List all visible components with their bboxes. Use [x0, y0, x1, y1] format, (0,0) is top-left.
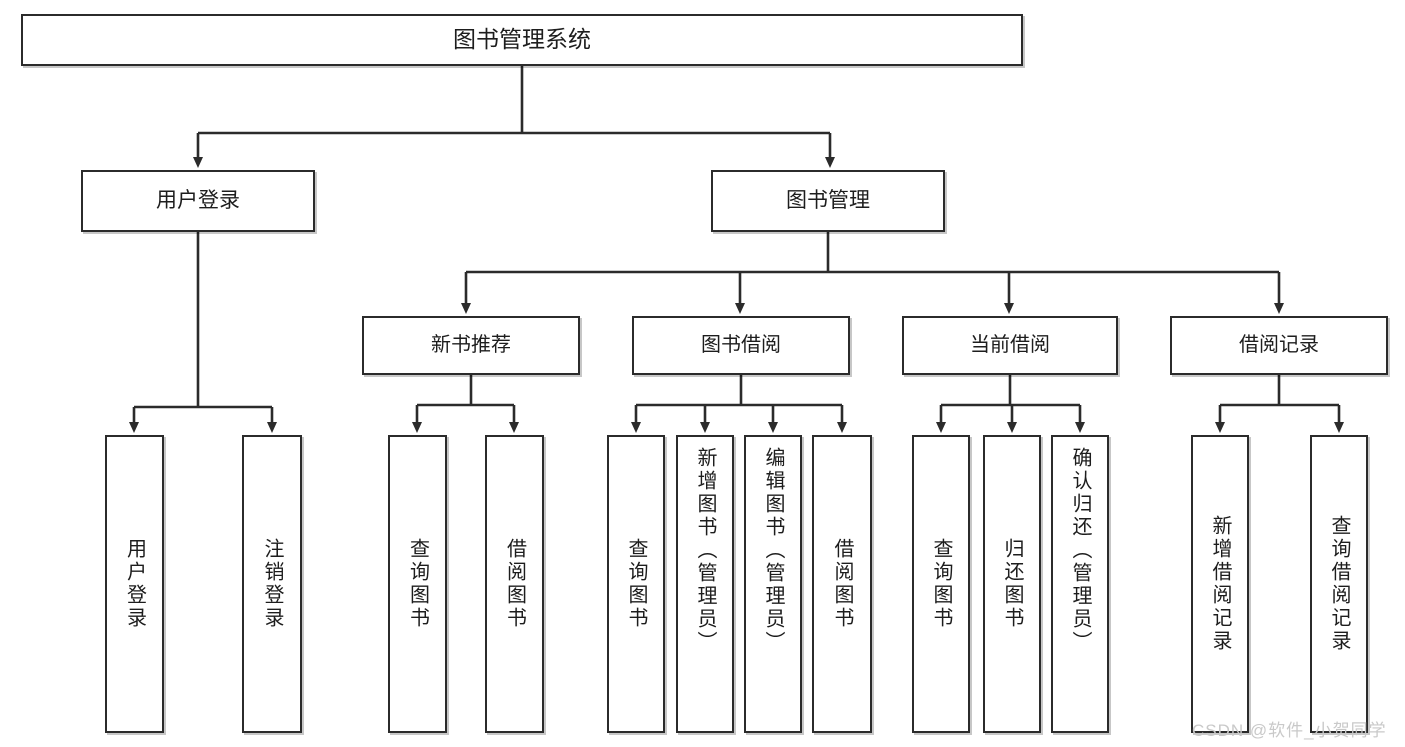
node-leaf-return-book[interactable]: 归还图书	[983, 435, 1041, 733]
node-borrow-record[interactable]: 借阅记录	[1170, 316, 1388, 375]
node-leaf-query-book-2-label: 查询图书	[625, 538, 647, 630]
node-leaf-query-book-3-label: 查询图书	[930, 538, 952, 630]
node-new-book-rec-label: 新书推荐	[431, 334, 511, 357]
node-leaf-borrow-book-1-label: 借阅图书	[503, 538, 526, 630]
node-book-borrow-label: 图书借阅	[701, 334, 781, 357]
node-borrow-record-label: 借阅记录	[1239, 334, 1319, 357]
node-root-label: 图书管理系统	[453, 26, 591, 53]
node-leaf-edit-book-admin-label: 编辑图书（管理员）	[762, 447, 784, 654]
node-leaf-add-book-admin-label: 新增图书（管理员）	[694, 447, 716, 654]
node-leaf-return-book-label: 归还图书	[1001, 538, 1023, 630]
node-book-manage-label: 图书管理	[786, 189, 870, 213]
node-leaf-borrow-book-2-label: 借阅图书	[831, 538, 853, 630]
node-leaf-query-book-1[interactable]: 查询图书	[388, 435, 447, 733]
node-leaf-confirm-return-admin[interactable]: 确认归还（管理员）	[1051, 435, 1109, 733]
node-leaf-add-borrow-record[interactable]: 新增借阅记录	[1191, 435, 1249, 733]
node-leaf-confirm-return-admin-label: 确认归还（管理员）	[1069, 447, 1091, 654]
node-leaf-edit-book-admin[interactable]: 编辑图书（管理员）	[744, 435, 802, 733]
node-user-login-label: 用户登录	[156, 189, 240, 213]
node-leaf-add-borrow-record-label: 新增借阅记录	[1209, 515, 1231, 653]
node-leaf-query-book-3[interactable]: 查询图书	[912, 435, 970, 733]
node-leaf-user-logout-label: 注销登录	[261, 538, 283, 630]
node-leaf-user-login[interactable]: 用户登录	[105, 435, 164, 733]
node-leaf-query-borrow-record[interactable]: 查询借阅记录	[1310, 435, 1368, 733]
node-current-borrow[interactable]: 当前借阅	[902, 316, 1118, 375]
node-leaf-query-book-2[interactable]: 查询图书	[607, 435, 665, 733]
node-leaf-user-login-label: 用户登录	[123, 538, 146, 630]
node-leaf-user-logout[interactable]: 注销登录	[242, 435, 302, 733]
node-current-borrow-label: 当前借阅	[970, 334, 1050, 357]
node-book-borrow[interactable]: 图书借阅	[632, 316, 850, 375]
node-leaf-query-book-1-label: 查询图书	[406, 538, 429, 630]
node-root[interactable]: 图书管理系统	[21, 14, 1023, 66]
node-leaf-borrow-book-2[interactable]: 借阅图书	[812, 435, 872, 733]
node-book-manage[interactable]: 图书管理	[711, 170, 945, 232]
node-leaf-borrow-book-1[interactable]: 借阅图书	[485, 435, 544, 733]
csdn-watermark: CSDN @软件_小贺同学	[1192, 721, 1387, 740]
node-new-book-rec[interactable]: 新书推荐	[362, 316, 580, 375]
node-leaf-add-book-admin[interactable]: 新增图书（管理员）	[676, 435, 734, 733]
node-user-login[interactable]: 用户登录	[81, 170, 315, 232]
node-leaf-query-borrow-record-label: 查询借阅记录	[1328, 515, 1350, 653]
